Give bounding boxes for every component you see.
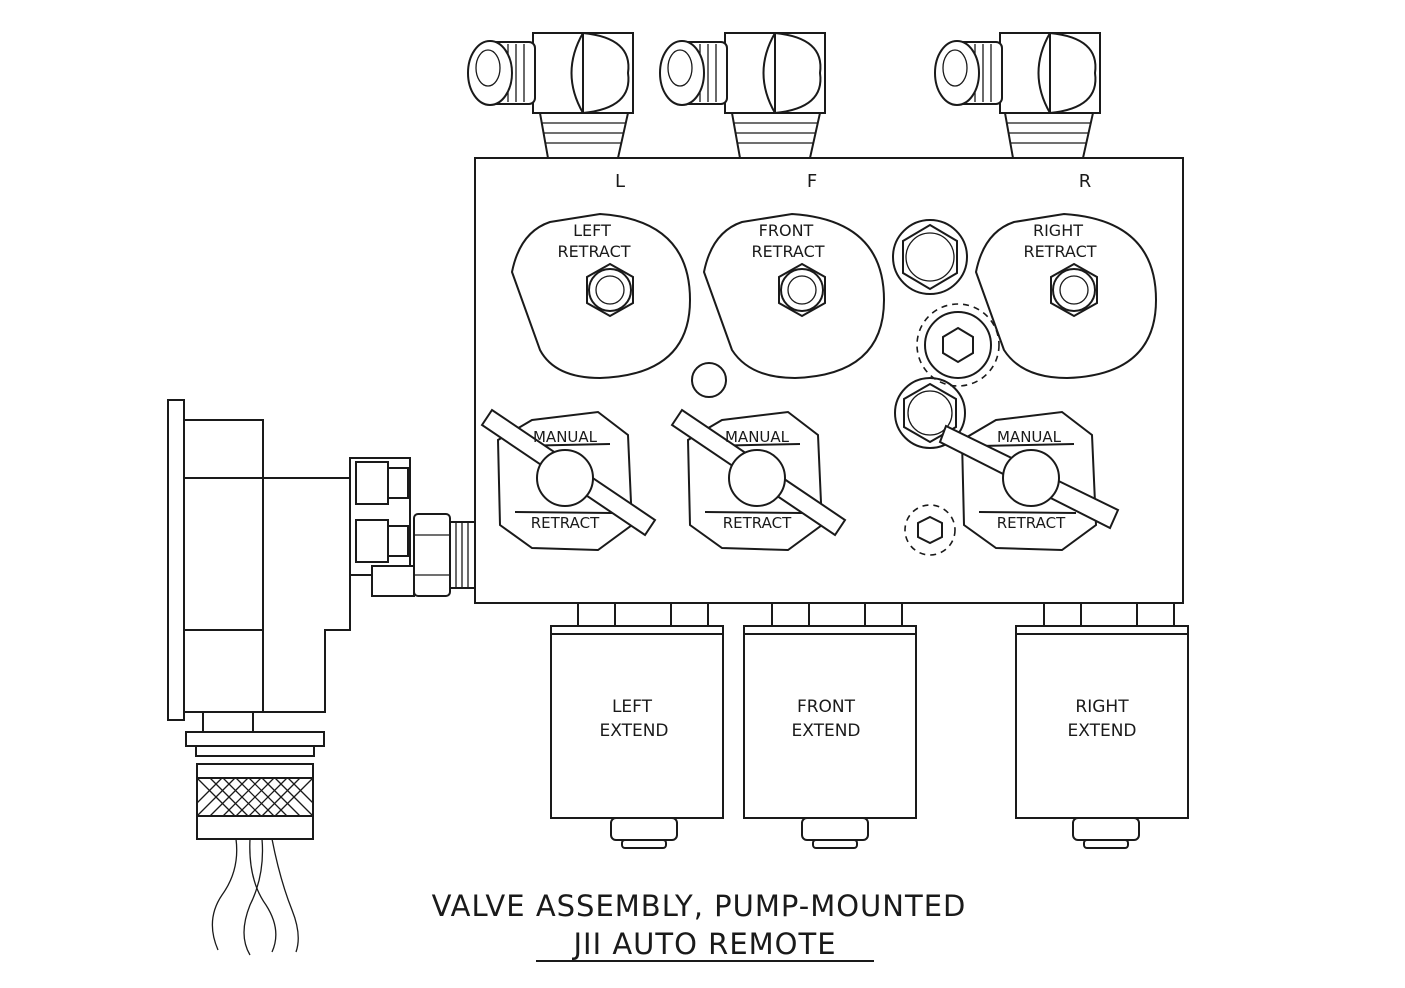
manual-label-right-top: MANUAL bbox=[997, 428, 1062, 446]
diagram-subtitle: JII AUTO REMOTE bbox=[571, 927, 836, 961]
retract-label-right-2: RETRACT bbox=[1023, 242, 1096, 261]
manual-label-front-bottom: RETRACT bbox=[723, 514, 792, 532]
manual-valve-front: MANUAL RETRACT bbox=[670, 408, 847, 552]
fitting-right bbox=[934, 32, 1101, 159]
solenoid-label-front-1: FRONT bbox=[797, 697, 856, 717]
middle-plug-hex bbox=[916, 303, 1000, 387]
retract-label-front-1: FRONT bbox=[759, 221, 814, 240]
manual-label-left-bottom: RETRACT bbox=[531, 514, 600, 532]
retract-label-right-1: RIGHT bbox=[1033, 221, 1083, 240]
manual-valve-right: MANUAL RETRACT bbox=[938, 410, 1120, 552]
solenoid-label-left-1: LEFT bbox=[612, 697, 653, 717]
manual-valve-left: MANUAL RETRACT bbox=[480, 408, 657, 552]
solenoid-label-left-2: EXTEND bbox=[599, 721, 668, 741]
middle-plug-small bbox=[904, 504, 956, 556]
retract-valve-right: RIGHT RETRACT bbox=[974, 212, 1158, 380]
port-label-right: R bbox=[1079, 171, 1092, 192]
connector-wires bbox=[211, 838, 299, 956]
solenoid-right: RIGHT EXTEND bbox=[1015, 602, 1189, 849]
port-label-left: L bbox=[615, 171, 625, 192]
manual-label-front-top: MANUAL bbox=[725, 428, 790, 446]
retract-label-left-1: LEFT bbox=[573, 221, 611, 240]
fitting-front bbox=[659, 32, 826, 159]
fitting-left bbox=[467, 32, 634, 159]
gauge-port-hole bbox=[691, 362, 727, 398]
solenoid-front: FRONT EXTEND bbox=[743, 602, 917, 849]
solenoid-label-right-2: EXTEND bbox=[1067, 721, 1136, 741]
solenoid-left: LEFT EXTEND bbox=[550, 602, 724, 849]
retract-label-left-2: RETRACT bbox=[557, 242, 630, 261]
retract-valve-front: FRONT RETRACT bbox=[702, 212, 886, 380]
pump-mount-bracket bbox=[167, 399, 476, 721]
diagram-title: VALVE ASSEMBLY, PUMP-MOUNTED bbox=[432, 889, 967, 923]
retract-valve-left: LEFT RETRACT bbox=[510, 212, 692, 380]
solenoid-label-right-1: RIGHT bbox=[1075, 697, 1129, 717]
solenoid-label-front-2: EXTEND bbox=[791, 721, 860, 741]
manual-label-left-top: MANUAL bbox=[533, 428, 598, 446]
middle-plug-lower bbox=[894, 377, 966, 449]
port-label-front: F bbox=[807, 171, 817, 192]
manual-label-right-bottom: RETRACT bbox=[997, 514, 1066, 532]
retract-label-front-2: RETRACT bbox=[751, 242, 824, 261]
electrical-connector bbox=[185, 711, 325, 840]
middle-plug-top bbox=[892, 219, 968, 295]
